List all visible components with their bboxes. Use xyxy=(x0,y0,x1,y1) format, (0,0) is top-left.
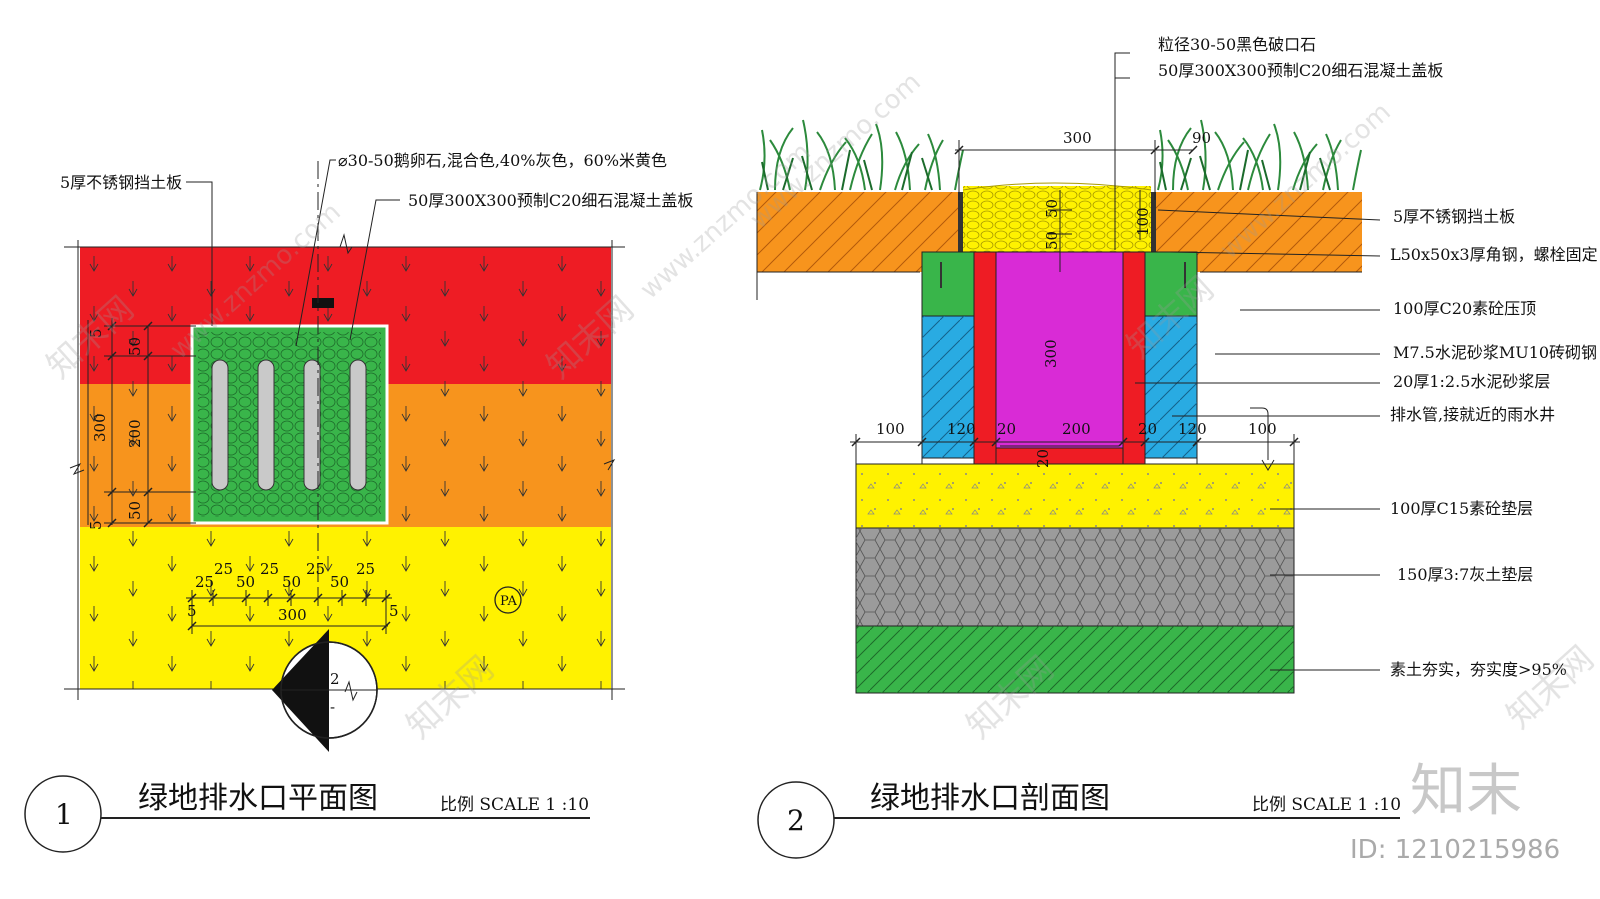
drain-chamber xyxy=(995,251,1124,449)
section-number-circle xyxy=(757,781,835,859)
section-mark-sheet: - xyxy=(330,698,335,716)
sec-label-plate: 5厚不锈钢挡土板 xyxy=(1393,207,1515,226)
sec-label-concrete: 100厚C15素砼垫层 xyxy=(1390,499,1533,518)
plan-dim-h25e: 25 xyxy=(356,560,375,578)
plan-dim-v5b: 5 xyxy=(87,520,105,530)
plan-label-cover: 50厚300X300预制C20细石混凝土盖板 xyxy=(408,191,693,210)
steel-plate-left xyxy=(958,192,963,252)
sec-dim-b20c: 20 xyxy=(1034,449,1052,468)
sec-label-gravel: 粒径30-50黑色破口石 xyxy=(1158,35,1316,54)
plan-dim-h25b: 25 xyxy=(214,560,233,578)
sec-label-brick: M7.5水泥砂浆MU10砖砌钢 xyxy=(1393,343,1597,362)
plan-dim-h5b: 5 xyxy=(389,602,399,620)
sec-label-mortar: 20厚1:2.5水泥砂浆层 xyxy=(1393,372,1550,391)
pa-tag-label: PA xyxy=(500,594,518,609)
plan-number: 1 xyxy=(55,798,73,831)
sec-dim-top300: 300 xyxy=(1063,129,1092,147)
plan-scale: 比例 SCALE 1 :10 xyxy=(440,795,589,815)
sec-dim-b20b: 20 xyxy=(1138,420,1157,438)
sec-label-cap: 100厚C20素砼压顶 xyxy=(1393,299,1536,318)
sec-label-lime: 150厚3:7灰土垫层 xyxy=(1397,565,1533,584)
image-id: ID: 1210215986 xyxy=(1350,835,1560,865)
sec-dim-b200: 200 xyxy=(1062,420,1091,438)
plan-label-pebble: ⌀30-50鹅卵石,混合色,40%灰色，60%米黄色 xyxy=(338,151,667,170)
plan-dim-h50c: 50 xyxy=(330,573,349,591)
grass-right xyxy=(1157,119,1362,191)
sec-dim-d300: 300 xyxy=(1042,339,1060,368)
plan-dim-v50b: 50 xyxy=(126,501,144,520)
cap-left xyxy=(921,251,975,317)
sec-dim-d50b: 50 xyxy=(1043,231,1061,250)
plan-dim-v50a: 50 xyxy=(126,337,144,356)
plan-title: 绿地排水口平面图 xyxy=(138,781,378,816)
sec-label-soil: 素土夯实，夯实度>95% xyxy=(1390,660,1567,679)
plan-dim-v200: 200 xyxy=(126,419,144,448)
plan-dim-h50a: 50 xyxy=(236,573,255,591)
sec-label-pipe: 排水管,接就近的雨水井 xyxy=(1390,405,1555,424)
drain-slots xyxy=(211,359,367,491)
section-number: 2 xyxy=(787,804,805,837)
section-scale: 比例 SCALE 1 :10 xyxy=(1252,795,1401,815)
section-mark-number: 2 xyxy=(330,670,340,688)
brand-logo: 知末 xyxy=(1410,759,1522,824)
plan-dim-h25c: 25 xyxy=(260,560,279,578)
steel-plate-right xyxy=(1151,192,1156,252)
plan-dim-v300: 300 xyxy=(91,413,109,442)
plan-dim-h300: 300 xyxy=(278,606,307,624)
plan-number-circle xyxy=(24,775,102,853)
sec-dim-b100a: 100 xyxy=(876,420,905,438)
pa-tag xyxy=(494,586,522,614)
sec-label-cover: 50厚300X300预制C20细石混凝土盖板 xyxy=(1158,61,1443,80)
plan-dim-v5a: 5 xyxy=(87,328,105,338)
section-title: 绿地排水口剖面图 xyxy=(870,781,1110,816)
sec-dim-b120b: 120 xyxy=(1178,420,1207,438)
sec-dim-b20a: 20 xyxy=(997,420,1016,438)
grass-left xyxy=(759,119,964,191)
plan-view xyxy=(64,159,625,752)
section-view xyxy=(756,52,1381,694)
sec-dim-b120a: 120 xyxy=(947,420,976,438)
sec-label-angle: L50x50x3厚角钢，螺栓固定 xyxy=(1390,245,1598,264)
sec-dim-b100b: 100 xyxy=(1248,420,1277,438)
plan-dim-h50b: 50 xyxy=(282,573,301,591)
plan-dim-h25d: 25 xyxy=(306,560,325,578)
sec-dim-top90: 90 xyxy=(1192,129,1211,147)
section-callout-symbol xyxy=(272,629,378,752)
cap-right xyxy=(1144,251,1198,317)
sec-dim-d50a: 50 xyxy=(1043,199,1061,218)
svg-text:知末网: 知末网 xyxy=(1499,639,1600,737)
sec-dim-d100: 100 xyxy=(1134,207,1152,236)
plan-label-plate: 5厚不锈钢挡土板 xyxy=(60,173,182,192)
plan-dim-h25a: 25 xyxy=(195,573,214,591)
plan-dim-h5a: 5 xyxy=(187,602,197,620)
